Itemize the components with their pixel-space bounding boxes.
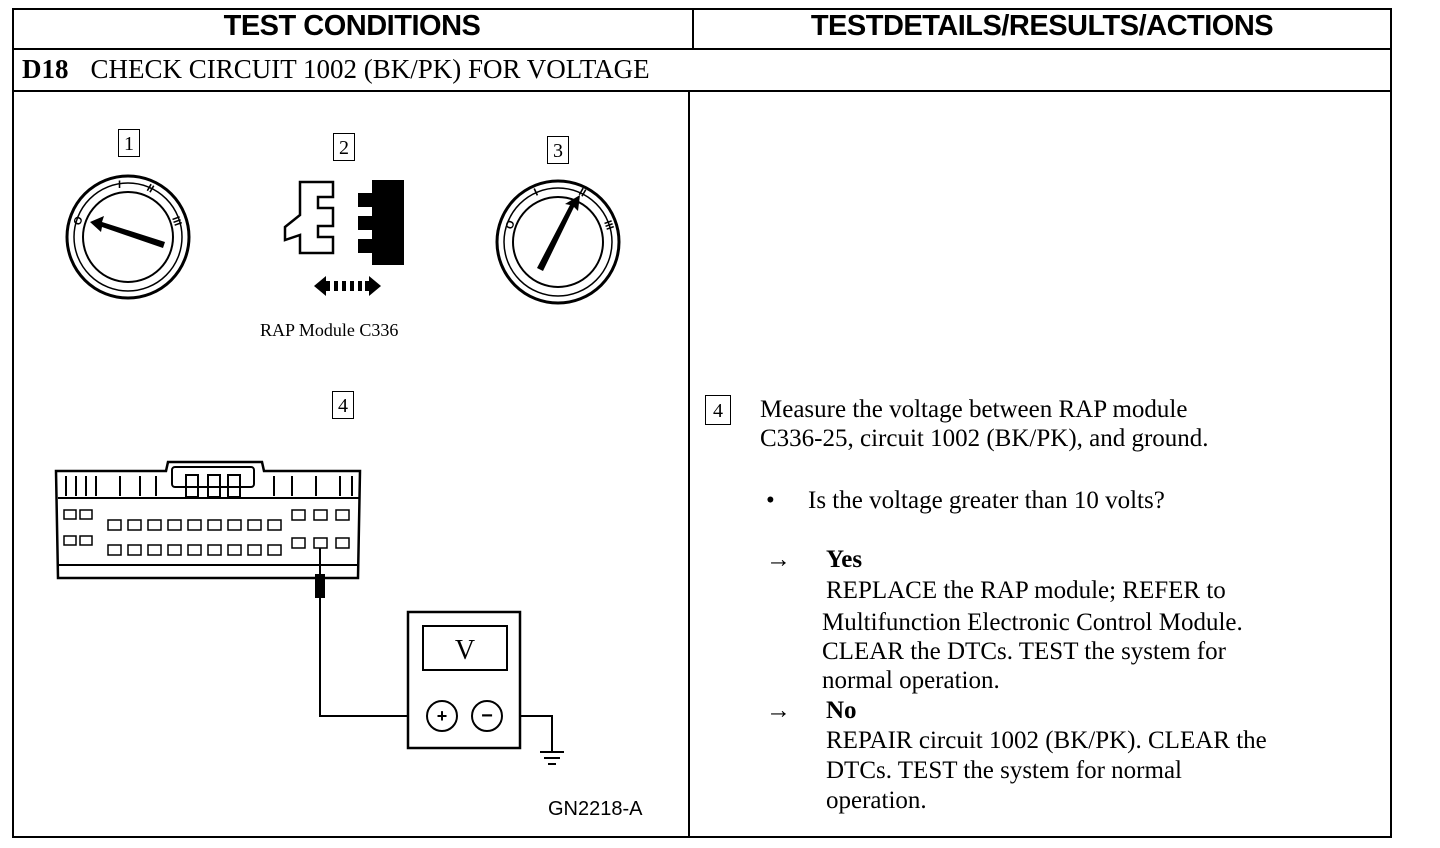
header-divider [12, 48, 1392, 50]
yes-line-2: Multifunction Electronic Control Module. [822, 609, 1243, 636]
column-divider-body [688, 90, 690, 838]
no-arrow: → [766, 697, 791, 724]
yes-arrow: → [766, 546, 791, 573]
rap-module-connector-icon [54, 460, 362, 580]
instruction-line-1: Measure the voltage between RAP module [760, 396, 1188, 423]
yes-line-4: normal operation. [822, 667, 1000, 694]
ignition-switch-run-icon [495, 179, 621, 305]
step-id: D18 [22, 54, 69, 84]
figure-label-3: 3 [547, 136, 569, 164]
header-test-details: TESTDETAILS/RESULTS/ACTIONS [810, 10, 1274, 42]
dial1-mark-i: I [118, 179, 121, 191]
no-line-1: REPAIR circuit 1002 (BK/PK). CLEAR the [826, 727, 1267, 754]
step-title-row: D18 CHECK CIRCUIT 1002 (BK/PK) FOR VOLTAG… [22, 54, 650, 85]
ground-symbol-icon [540, 751, 564, 765]
table-frame [12, 8, 1392, 838]
dial3-mark-iii: III [601, 219, 615, 232]
ignition-switch-off-icon [65, 174, 191, 300]
test-probe-icon [315, 548, 325, 598]
figure-label-1: 1 [118, 129, 140, 157]
question-text: Is the voltage greater than 10 volts? [808, 487, 1165, 514]
yes-line-1: REPLACE the RAP module; REFER to [826, 577, 1226, 604]
dial3-mark-i: I [532, 187, 540, 199]
positive-lead-wire [319, 598, 426, 717]
yes-label: Yes [826, 546, 863, 573]
no-label: No [826, 697, 857, 724]
header-test-conditions: TEST CONDITIONS [223, 10, 481, 42]
connector-disconnect-icon [283, 180, 404, 296]
figure-label-2: 2 [333, 133, 355, 161]
connector-pin-cavities [63, 509, 350, 556]
step-title: CHECK CIRCUIT 1002 (BK/PK) FOR VOLTAGE [90, 54, 650, 84]
figure-label-4: 4 [332, 391, 354, 419]
yes-line-3: CLEAR the DTCs. TEST the system for [822, 638, 1226, 665]
connector-caption: RAP Module C336 [260, 320, 399, 340]
dial3-mark-ii: II [577, 186, 588, 199]
question-bullet: • [766, 487, 775, 514]
column-divider-top [692, 8, 694, 50]
detail-step-number: 4 [705, 395, 731, 425]
meter-minus-terminal: − [481, 705, 493, 727]
instruction-line-2: C336-25, circuit 1002 (BK/PK), and groun… [760, 425, 1209, 452]
dial1-mark-ii: II [145, 182, 156, 195]
figure-id: GN2218-A [548, 798, 643, 820]
dial1-mark-iii: III [169, 215, 183, 228]
no-line-2: DTCs. TEST the system for normal [826, 757, 1182, 784]
meter-plus-terminal: + [437, 706, 448, 726]
meter-volt-label: V [455, 635, 475, 666]
step-title-divider [12, 90, 1392, 92]
voltmeter-icon [406, 610, 522, 750]
no-line-3: operation. [826, 787, 927, 814]
